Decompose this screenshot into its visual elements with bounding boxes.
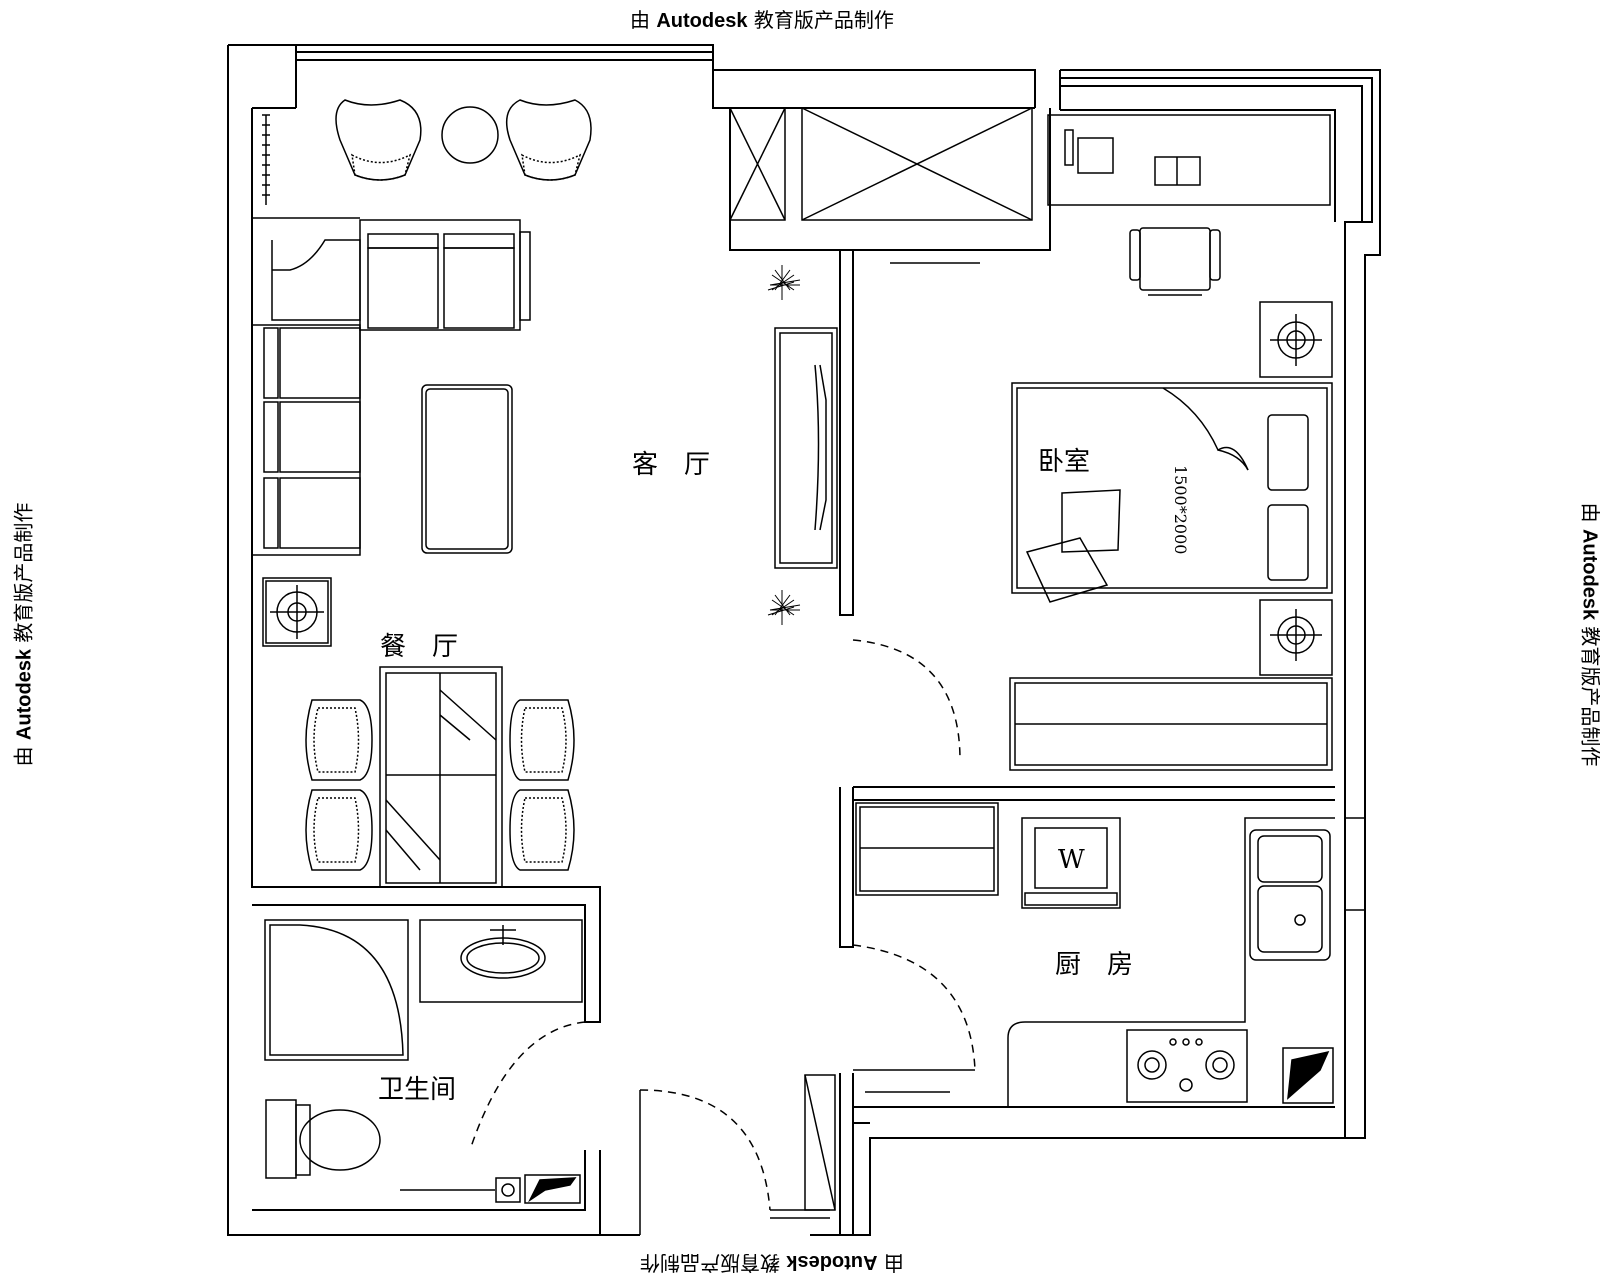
nightstand-top	[1259, 301, 1333, 378]
desk-chair	[1129, 227, 1221, 296]
watermark-top: 由 Autodesk 教育版产品制作	[630, 8, 894, 32]
room-labels: 客 厅 餐 厅 卧室 厨 房 卫生间 1500*2000 W	[378, 447, 1190, 1105]
tv-microwave	[1021, 817, 1121, 909]
pillow-2	[1267, 504, 1309, 581]
lounge-chair-left	[335, 99, 422, 181]
dining-chair-2	[305, 789, 373, 871]
bed	[1011, 382, 1333, 594]
bathroom-fixtures	[264, 919, 836, 1235]
corner-sofa	[251, 219, 531, 556]
outer-walls	[227, 44, 1381, 1236]
bed-size-label: 1500*2000	[1171, 465, 1190, 554]
stove	[1126, 1029, 1248, 1103]
toilet	[265, 1099, 381, 1179]
dining-chair-3	[509, 699, 575, 781]
label-bathroom: 卫生间	[378, 1075, 456, 1105]
study-desk	[1047, 114, 1331, 206]
plant-bottom	[767, 590, 801, 625]
label-living-room: 客 厅	[632, 450, 710, 480]
label-bedroom: 卧室	[1038, 447, 1090, 477]
kitchen-wardrobe	[855, 802, 999, 896]
cushion-1	[1061, 489, 1121, 553]
plant-top	[767, 265, 801, 300]
coffee-table	[421, 384, 513, 554]
shower-enclosure	[264, 919, 409, 1061]
round-side-table	[441, 106, 499, 164]
tv-cabinet	[774, 327, 838, 569]
dining-chair-4	[509, 789, 575, 871]
bedroom-furniture	[852, 114, 1333, 771]
dining-furniture	[305, 666, 575, 888]
kitchen-floor-drain	[1282, 1047, 1334, 1104]
radiator-left	[262, 114, 270, 205]
wardrobe-bedroom	[1009, 677, 1333, 771]
label-kitchen: 厨 房	[1055, 950, 1133, 980]
dining-chair-1	[305, 699, 373, 781]
dining-table	[379, 666, 503, 888]
floor-lamp-living	[262, 577, 332, 647]
floor-drain	[524, 1174, 581, 1204]
nightstand-bottom	[1259, 599, 1333, 676]
tv-label: W	[1058, 845, 1085, 875]
counter	[1007, 817, 1335, 1107]
pillow-1	[1267, 414, 1309, 491]
lounge-chair-right	[505, 99, 592, 181]
closet-top	[729, 107, 1033, 221]
sink	[1249, 829, 1331, 961]
kitchen-fixtures	[852, 802, 1365, 1107]
label-dining-room: 餐 厅	[380, 632, 458, 662]
washbasin	[419, 919, 583, 1003]
cushion-2	[1025, 537, 1109, 603]
living-room-furniture	[251, 99, 838, 647]
